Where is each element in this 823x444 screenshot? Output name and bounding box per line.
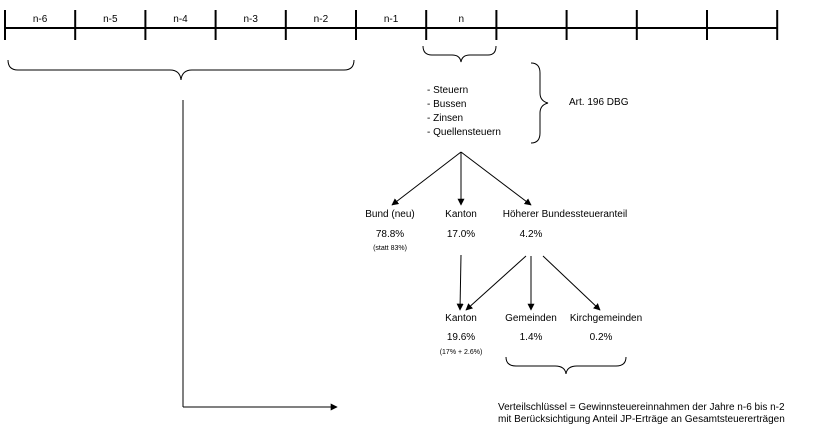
kirchgemeinden-value: 0.2% <box>589 332 613 343</box>
arrows-level2 <box>456 254 601 311</box>
kanton-value: 17.0% <box>446 229 476 240</box>
timeline-ticks <box>4 10 779 40</box>
gemeinden-label: Gemeinden <box>505 313 557 324</box>
arrow-kanton-to-kanton <box>456 254 464 311</box>
hoeherer-value: 4.2% <box>519 229 543 240</box>
law-reference: Art. 196 DBG <box>569 97 629 108</box>
timeline-label: n-2 <box>314 14 329 25</box>
timeline-label: n-4 <box>173 14 188 25</box>
arrow-to-hoeherer <box>460 151 532 206</box>
timeline-label: n-3 <box>243 14 258 25</box>
gemeinden-value: 1.4% <box>519 332 543 343</box>
brace-sources <box>530 62 549 144</box>
footnote: Verteilschlüssel = Gewinnsteuereinnahmen… <box>498 402 785 426</box>
arrow-hoeherer-to-kanton <box>465 255 527 311</box>
source-item: - Bussen <box>427 99 467 110</box>
timeline-label: n-6 <box>33 14 48 25</box>
sources-list: - Steuern - Bussen - Zinsen - Quellenste… <box>427 84 501 140</box>
source-item: - Zinsen <box>427 113 464 124</box>
timeline-labels: n-6 n-5 n-4 n-3 n-2 n-1 n <box>33 14 464 25</box>
timeline-label: n-5 <box>103 14 118 25</box>
brace-years-n6-n2 <box>7 59 355 81</box>
kanton-total-note: (17% + 2.6%) <box>439 349 483 356</box>
kanton-total-value: 19.6% <box>446 332 476 343</box>
kirchgemeinden-label: Kirchgemeinden <box>569 313 643 324</box>
footnote-line-1: Verteilschlüssel = Gewinnsteuereinnahmen… <box>498 402 785 413</box>
bund-note: (statt 83%) <box>373 245 407 252</box>
hoeherer-label: Höherer Bundessteueranteil <box>502 209 628 220</box>
timeline <box>4 10 779 40</box>
bund-value: 78.8% <box>375 229 405 240</box>
arrow-hoeherer-to-kirchgemeinden <box>542 255 601 311</box>
footnote-line-2: mit Berücksichtigung Anteil JP-Erträge a… <box>498 414 785 425</box>
arrow-to-bund <box>391 151 462 206</box>
source-item: - Quellensteuern <box>427 127 501 138</box>
timeline-label: n <box>459 14 465 25</box>
brace-year-n <box>422 45 497 63</box>
brace-level2 <box>505 356 627 375</box>
kanton-label: Kanton <box>445 209 477 220</box>
arrows-level1 <box>391 151 532 206</box>
source-item: - Steuern <box>427 85 469 96</box>
bund-label: Bund (neu) <box>365 209 415 220</box>
arrow-to-footnote <box>182 100 338 411</box>
timeline-label: n-1 <box>384 14 399 25</box>
kanton-total-label: Kanton <box>445 313 477 324</box>
